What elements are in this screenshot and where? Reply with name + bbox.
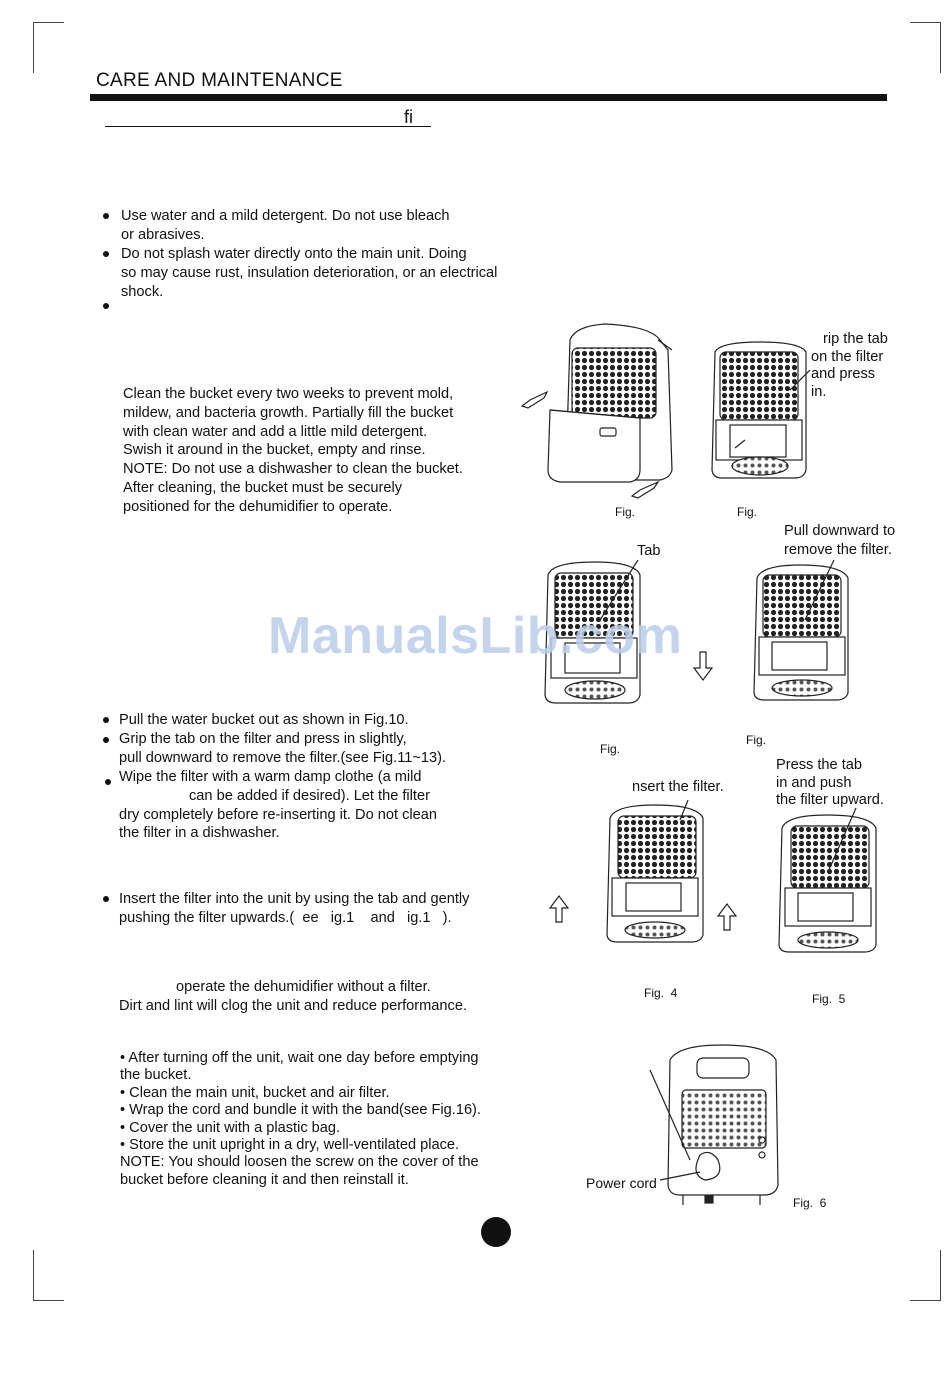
fig12-filter-tab-icon (544, 559, 714, 704)
label-line: Pull downward to (784, 523, 896, 539)
crop-mark-bottom-left (33, 1250, 64, 1301)
fig13-caption: Fig. (746, 733, 767, 747)
label-line: Press the tab (776, 757, 862, 773)
label-line: remove the filter. (784, 541, 892, 558)
text-line: with clean water and add a little mild d… (123, 423, 428, 440)
label-line: and press (811, 366, 876, 382)
text-line: • Store the unit upright in a dry, well-… (120, 1137, 460, 1154)
fig13-filter-removal-icon (753, 559, 849, 701)
fig14-caption: Fig. 4 (644, 986, 678, 1000)
text-line: can be added if desired). Let the filter (189, 787, 430, 804)
label-line: in. (811, 383, 827, 400)
fig12-caption: Fig. (600, 742, 621, 756)
bullet-marker (103, 717, 109, 723)
page-title: CARE AND MAINTENANCE (96, 70, 343, 91)
filter-insert-instruction: Insert the filter into the unit by using… (119, 890, 469, 928)
text-line: Grip the tab on the filter and press in … (119, 731, 407, 747)
text-line: or abrasives. (121, 226, 205, 243)
fig15-filter-push-icon (778, 807, 877, 953)
bullet-marker (103, 303, 109, 309)
fig16-power-cord-storage-icon (649, 1044, 779, 1205)
storage-paragraph: • After turning off the unit, wait one d… (120, 1050, 481, 1189)
text-line: dry completely before re-inserting it. D… (119, 806, 437, 823)
header-rule (90, 94, 887, 101)
cabinet-bullet-2: Do not splash water directly onto the ma… (121, 245, 497, 301)
bullet-marker (105, 779, 111, 785)
cabinet-bullet-1: Use water and a mild detergent. Do not u… (121, 207, 450, 245)
bucket-paragraph: Clean the bucket every two weeks to prev… (123, 385, 463, 517)
subheading-fragment: ﬁ (404, 107, 413, 127)
page-number-circle (481, 1217, 511, 1247)
subheading-underline (105, 126, 431, 127)
fig14-filter-insert-icon (548, 799, 738, 943)
text-line: Insert the filter into the unit by using… (119, 891, 470, 907)
fig11-filter-grip-icon (711, 341, 811, 479)
crop-mark-top-left (33, 22, 64, 73)
text-line: bucket before cleaning it and then reins… (120, 1171, 409, 1188)
fig14-label: nsert the filter. (632, 779, 724, 795)
text-line: positioned for the dehumidifier to opera… (123, 498, 393, 515)
text-line: Wipe the filter with a warm damp clothe … (119, 769, 422, 785)
fig11-label: rip the tab on the filter and press in. (811, 331, 888, 401)
filter-warning: operate the dehumidifier without a filte… (119, 978, 467, 1016)
text-line: Pull the water bucket out as shown in Fi… (119, 712, 409, 728)
text-line: NOTE: Do not use a dishwasher to clean t… (123, 461, 463, 478)
bullet-marker (103, 251, 109, 257)
text-line: NOTE: You should loosen the screw on the… (120, 1154, 479, 1171)
filter-bullet-3: Wipe the filter with a warm damp clothe … (119, 768, 437, 843)
label-line: rip the tab (823, 331, 888, 347)
text-line: the bucket. (120, 1067, 192, 1084)
fig13-label: Pull downward to remove the filter. (784, 522, 895, 559)
label-line: on the filter (811, 348, 884, 365)
text-line: Swish it around in the bucket, empty and… (123, 442, 426, 459)
watermark: ManualsLib.com (268, 607, 683, 665)
text-line: • Clean the main unit, bucket and air fi… (120, 1084, 390, 1101)
fig16-caption: Fig. 6 (793, 1196, 827, 1210)
text-line: • Cover the unit with a plastic bag. (120, 1119, 341, 1136)
fig15-label: Press the tab in and push the filter upw… (776, 757, 884, 810)
text-line: operate the dehumidifier without a filte… (176, 979, 431, 995)
text-line: so may cause rust, insulation deteriorat… (121, 264, 498, 281)
fig16-power-cord-label: Power cord (586, 1175, 657, 1191)
bullet-marker (103, 896, 109, 902)
fig10-dehumidifier-bucket-out-icon (520, 323, 673, 499)
text-line: mildew, and bacteria growth. Partially f… (123, 404, 454, 421)
text-line: Clean the bucket every two weeks to prev… (123, 386, 454, 402)
text-line: Do not splash water directly onto the ma… (121, 246, 467, 262)
fig10-caption: Fig. (615, 505, 636, 519)
label-line: in and push (776, 774, 852, 791)
fig15-caption: Fig. 5 (812, 992, 846, 1006)
text-line: pull downward to remove the filter.(see … (119, 749, 447, 766)
fig11-caption: Fig. (737, 505, 758, 519)
bullet-marker (103, 213, 109, 219)
text-line: After cleaning, the bucket must be secur… (123, 479, 403, 496)
crop-mark-top-right (910, 22, 941, 73)
fig12-tab-label: Tab (637, 543, 661, 559)
text-line: • Wrap the cord and bundle it with the b… (120, 1102, 481, 1119)
text-line: pushing the filter upwards.( ee ig.1 and… (119, 909, 452, 926)
label-line: the filter upward. (776, 792, 884, 808)
crop-mark-bottom-right (910, 1250, 941, 1301)
filter-bullet-2: Grip the tab on the filter and press in … (119, 730, 446, 768)
filter-bullet-1: Pull the water bucket out as shown in Fi… (119, 711, 409, 730)
text-line: Dirt and lint will clog the unit and red… (119, 997, 467, 1014)
text-line: • After turning off the unit, wait one d… (120, 1050, 479, 1066)
text-line: Use water and a mild detergent. Do not u… (121, 208, 450, 224)
bullet-marker (103, 737, 109, 743)
text-line: the filter in a dishwasher. (119, 825, 280, 842)
text-line: shock. (121, 283, 164, 300)
